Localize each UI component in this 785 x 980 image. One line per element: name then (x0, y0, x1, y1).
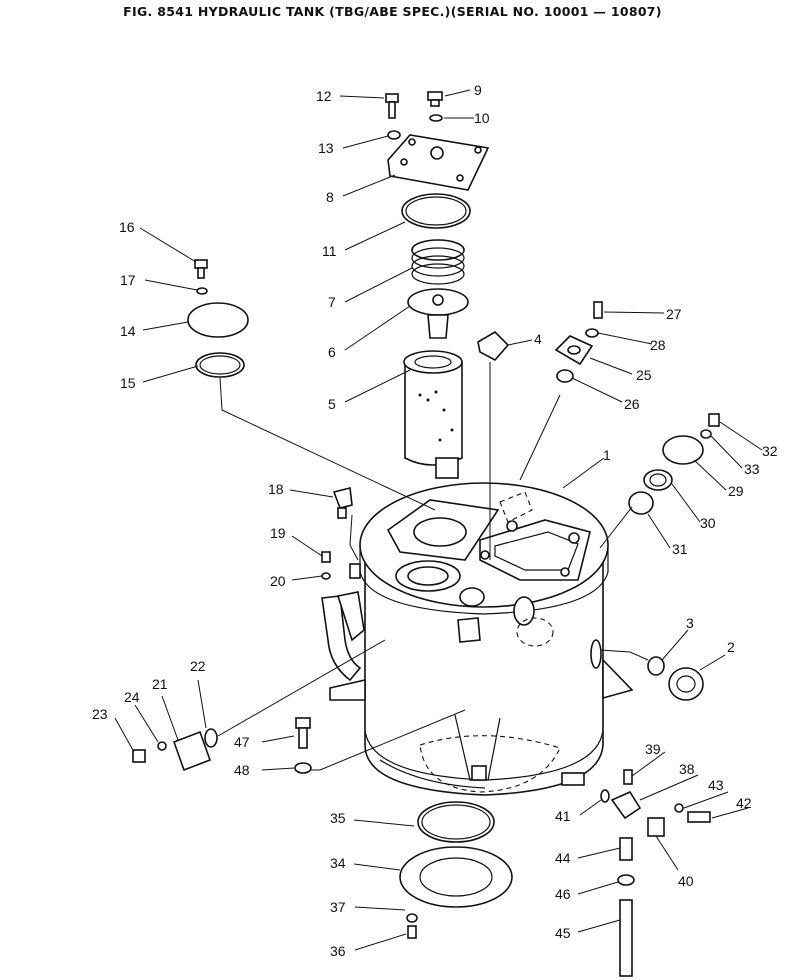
callout-28: 28 (650, 337, 666, 353)
callout-9: 9 (474, 82, 482, 98)
callout-29: 29 (728, 483, 744, 499)
callout-39: 39 (645, 741, 661, 757)
callout-4: 4 (534, 331, 542, 347)
callout-16: 16 (119, 219, 135, 235)
callout-35: 35 (330, 810, 346, 826)
callout-7: 7 (328, 294, 336, 310)
callout-47: 47 (234, 734, 250, 750)
callout-43: 43 (708, 777, 724, 793)
callout-10: 10 (474, 110, 490, 126)
callout-19: 19 (270, 525, 286, 541)
callout-labels: 1 2 3 4 5 6 7 8 9 10 11 12 13 14 15 16 1… (92, 82, 778, 959)
parts (132, 91, 720, 977)
callout-38: 38 (679, 761, 695, 777)
callout-15: 15 (120, 375, 136, 391)
callout-41: 41 (555, 808, 571, 824)
callout-42: 42 (736, 795, 752, 811)
callout-22: 22 (190, 658, 206, 674)
callout-11: 11 (322, 243, 337, 259)
tank-body (321, 482, 634, 796)
callout-2: 2 (727, 639, 735, 655)
callout-27: 27 (666, 306, 682, 322)
figure-title: FIG. 8541 HYDRAULIC TANK (TBG/ABE SPEC.)… (123, 4, 662, 19)
callout-5: 5 (328, 396, 336, 412)
leader-lines (114, 89, 763, 951)
callout-32: 32 (762, 443, 778, 459)
callout-31: 31 (672, 541, 688, 557)
callout-14: 14 (120, 323, 136, 339)
callout-18: 18 (268, 481, 284, 497)
callout-21: 21 (152, 676, 168, 692)
callout-6: 6 (328, 344, 336, 360)
callout-12: 12 (316, 88, 332, 104)
callout-26: 26 (624, 396, 640, 412)
callout-8: 8 (326, 189, 334, 205)
callout-24: 24 (124, 689, 140, 705)
callout-33: 33 (744, 461, 760, 477)
callout-30: 30 (700, 515, 716, 531)
callout-23: 23 (92, 706, 108, 722)
callout-25: 25 (636, 367, 652, 383)
callout-13: 13 (318, 140, 334, 156)
callout-17: 17 (120, 272, 136, 288)
callout-40: 40 (678, 873, 694, 889)
callout-45: 45 (555, 925, 571, 941)
callout-20: 20 (270, 573, 286, 589)
callout-1: 1 (603, 447, 611, 463)
callout-34: 34 (330, 855, 346, 871)
callout-36: 36 (330, 943, 346, 959)
callout-46: 46 (555, 886, 571, 902)
callout-37: 37 (330, 899, 346, 915)
callout-3: 3 (686, 615, 694, 631)
callout-44: 44 (555, 850, 571, 866)
callout-48: 48 (234, 762, 250, 778)
